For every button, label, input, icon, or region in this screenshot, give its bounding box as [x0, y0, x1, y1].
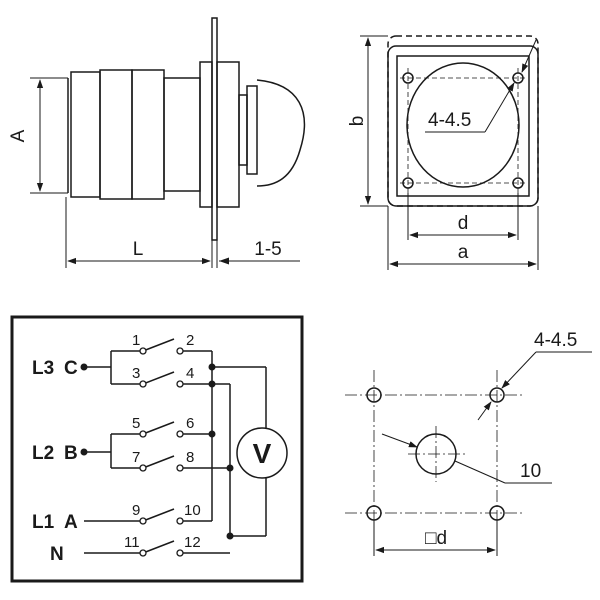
knob-base [246, 85, 258, 175]
body-layer-3 [131, 69, 165, 200]
contacts [139, 347, 184, 557]
body-flange [199, 61, 213, 208]
center-opening [406, 62, 520, 188]
contact-number: 4 [186, 365, 194, 382]
phase-letter-a: A [64, 512, 78, 533]
dim-a-label: A [8, 129, 29, 142]
junctions [80, 363, 234, 540]
contact-number: 2 [186, 332, 194, 349]
dim-b-label: b [347, 116, 368, 127]
dim-b [360, 35, 388, 207]
body-layer-4 [163, 77, 201, 192]
cutout-center-leader [381, 433, 552, 484]
knob-stem [238, 94, 248, 166]
contact-number: 12 [184, 534, 201, 551]
contact-number: 6 [186, 415, 194, 432]
body-layer-2 [99, 69, 133, 200]
cutout-hole-leader [477, 351, 592, 421]
front-centerlines [400, 68, 526, 193]
front-hole-label: 4-4.5 [428, 110, 471, 131]
dim-a [30, 77, 68, 194]
phase-letter-b: B [64, 443, 78, 464]
side-view [67, 17, 306, 241]
dim-a-width-label: a [458, 242, 469, 263]
contact-number: 7 [132, 449, 140, 466]
phase-label-l1: L1 [32, 512, 55, 533]
cutout-centerlines [345, 370, 525, 540]
front-bezel [216, 61, 240, 208]
dim-l [65, 197, 300, 268]
dim-l-label: L [133, 239, 144, 260]
contact-number: 1 [132, 332, 140, 349]
front-plate [387, 45, 539, 207]
inner-frame [396, 55, 530, 197]
contact-number: 9 [132, 502, 140, 519]
wiring-diagram [84, 338, 288, 554]
cutout-spacing-dim [373, 520, 498, 556]
voltmeter [236, 427, 288, 479]
knob-grip [256, 79, 306, 187]
cutout-hole-label: 4-4.5 [534, 330, 577, 351]
cutout-spacing-label: □d [425, 528, 447, 549]
phase-label-n: N [50, 544, 64, 565]
body-layer-1 [70, 71, 101, 198]
dim-panel-label: 1-5 [254, 239, 281, 260]
dim-d-label: d [458, 213, 469, 234]
contact-number: 11 [124, 534, 140, 551]
phase-letter-c: C [64, 358, 78, 379]
contact-number: 10 [184, 502, 201, 519]
contact-number: 3 [132, 365, 140, 382]
contact-number: 5 [132, 415, 140, 432]
front-hole-leader [425, 39, 537, 133]
phase-label-l3: L3 [32, 358, 54, 379]
phase-label-l2: L2 [32, 443, 54, 464]
contact-number: 8 [186, 449, 194, 466]
cutout-center-label: 10 [520, 461, 541, 482]
wiring-frame [10, 315, 304, 583]
voltmeter-label: V [253, 438, 272, 469]
dim-d-a [387, 193, 539, 270]
